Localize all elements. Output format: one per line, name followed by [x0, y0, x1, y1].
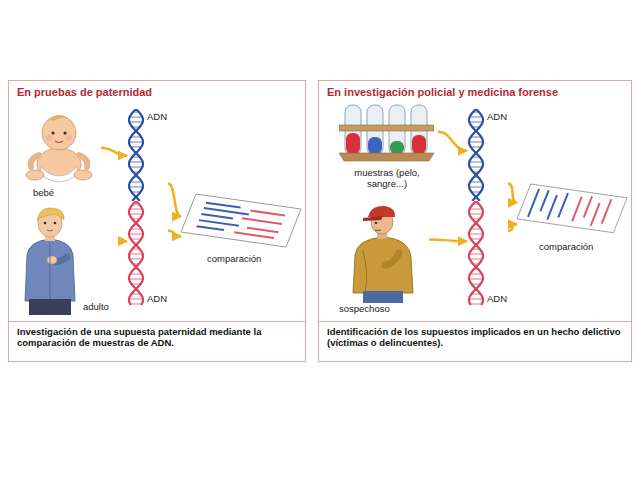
dna-node: ADN — [127, 109, 168, 202]
test-tubes-figure — [339, 103, 434, 165]
figure-label: sospechoso — [339, 303, 390, 314]
figure-node: muestras (pelo, sangre...) — [337, 103, 438, 199]
dna-helix — [127, 109, 145, 201]
panel-title: En investigación policial y medicina for… — [327, 86, 625, 99]
arrow-connector — [508, 183, 517, 202]
arrow-connector — [119, 239, 127, 242]
figure-label: ADN — [487, 111, 507, 122]
comparison-node: comparación — [181, 189, 304, 275]
dna-helix — [467, 109, 485, 201]
panel: En pruebas de paternidadInvestigación de… — [8, 80, 306, 362]
comparison-node: comparación — [517, 177, 630, 263]
figure-label: bebé — [33, 187, 54, 198]
gel-sheet — [517, 177, 629, 237]
panel-caption: Identificación de los supuestos implicad… — [319, 321, 631, 353]
gel-sheet — [181, 189, 303, 249]
panel: En investigación policial y medicina for… — [318, 80, 632, 362]
figure-label: ADN — [147, 293, 167, 304]
arrow-connector — [168, 231, 181, 237]
suspect-figure — [349, 203, 419, 303]
dna-node: ADN — [467, 201, 508, 307]
figure-label: comparación — [207, 253, 261, 264]
arrow-connector — [168, 183, 181, 216]
dna-node: ADN — [467, 109, 508, 202]
figure-label: ADN — [487, 293, 507, 304]
arrow-connector — [429, 239, 467, 241]
dna-helix — [467, 201, 485, 306]
panel-caption: Investigación de una supuesta paternidad… — [9, 321, 305, 353]
figure-node: adulto — [19, 205, 119, 317]
figure-label: comparación — [539, 241, 593, 252]
figure-node: bebé — [19, 109, 101, 201]
panel-title: En pruebas de paternidad — [17, 86, 299, 99]
dna-node: ADN — [127, 201, 168, 307]
figure-label: muestras (pelo, sangre...) — [337, 167, 437, 190]
adult-figure — [19, 205, 81, 315]
dna-helix — [127, 201, 145, 306]
arrow-connector — [508, 224, 517, 230]
figure-label: adulto — [83, 301, 109, 312]
figure-node: sospechoso — [339, 203, 429, 317]
baby-figure — [19, 109, 99, 187]
arrow-connector — [438, 132, 467, 151]
figure-label: ADN — [147, 111, 167, 122]
arrow-connector — [101, 148, 127, 156]
